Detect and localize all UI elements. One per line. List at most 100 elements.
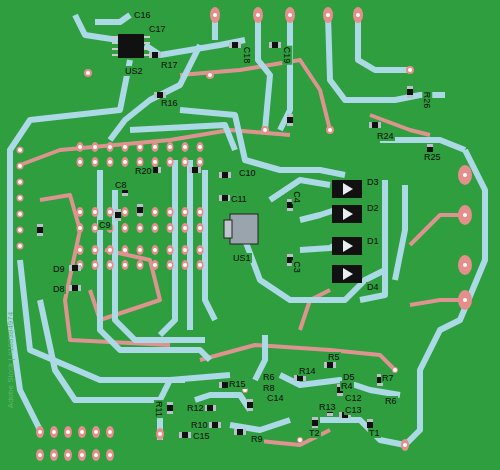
pad (78, 449, 86, 461)
pad-hole (153, 248, 157, 252)
pad-hole (38, 453, 42, 457)
pad (197, 223, 204, 233)
pad-hole (198, 248, 202, 252)
pad-hole (183, 160, 187, 164)
smd-end (137, 204, 143, 207)
pad (458, 205, 472, 225)
component-label: R4 (340, 381, 354, 391)
pad-hole (183, 248, 187, 252)
pad-hole (80, 430, 84, 434)
ic-pin (144, 42, 150, 44)
smd-end (115, 209, 121, 212)
pad (77, 157, 84, 167)
pad (77, 245, 84, 255)
component-label: R11 (154, 400, 164, 418)
pad (92, 449, 100, 461)
pad (182, 142, 189, 152)
pad-hole (328, 128, 332, 132)
component-label: US1 (232, 253, 252, 263)
pad-hole (153, 210, 157, 214)
pad (77, 223, 84, 233)
smd-end (228, 172, 231, 178)
pad-hole (93, 263, 97, 267)
pad (182, 260, 189, 270)
component-label: C18 (242, 46, 252, 65)
smd-part (137, 204, 143, 216)
pad-hole (408, 68, 412, 72)
pad (152, 207, 159, 217)
pad-hole (123, 145, 127, 149)
pad (152, 245, 159, 255)
component-label: D2 (366, 203, 380, 213)
pad (182, 207, 189, 217)
smd-end (229, 42, 232, 48)
pad-hole (52, 430, 56, 434)
pad-hole (123, 248, 127, 252)
component-label: C14 (266, 393, 285, 403)
pad-hole (153, 226, 157, 230)
smd-end (339, 412, 342, 418)
smd-part (209, 422, 221, 428)
smd-part (204, 405, 216, 411)
pad (261, 126, 269, 134)
smd-part (179, 432, 191, 438)
smd-end (407, 95, 413, 98)
component-label: US2 (124, 66, 144, 76)
smd-end (287, 123, 293, 126)
pad (77, 207, 84, 217)
component-label: C8 (114, 180, 128, 190)
pad (197, 157, 204, 167)
pad (17, 243, 24, 250)
component-label: R6 (262, 372, 276, 382)
pad-hole (52, 453, 56, 457)
smd-end (213, 405, 216, 411)
pad (152, 260, 159, 270)
pad (92, 426, 100, 438)
ic-pin (112, 42, 118, 44)
pad (122, 207, 129, 217)
smd-end (287, 114, 293, 117)
component-label: R10 (190, 420, 209, 430)
ic-pin (144, 54, 150, 56)
pad-hole (138, 226, 142, 230)
pad-hole (153, 263, 157, 267)
pad-hole (208, 73, 212, 77)
smd-end (167, 402, 173, 405)
component-label: C19 (282, 46, 292, 65)
smd-end (37, 233, 43, 236)
pad (458, 165, 472, 185)
smd-end (234, 429, 237, 435)
pad-hole (108, 453, 112, 457)
pad (253, 7, 263, 23)
pad-hole (18, 148, 22, 152)
pad-hole (86, 71, 90, 75)
smd-end (377, 383, 383, 386)
pad-hole (18, 180, 22, 184)
pad-hole (183, 210, 187, 214)
pad (285, 7, 295, 23)
smd-end (218, 422, 221, 428)
pad (17, 147, 24, 154)
pad (107, 260, 114, 270)
pad (458, 255, 472, 275)
pad-hole (463, 173, 467, 177)
pad-hole (356, 13, 360, 17)
pad-hole (38, 430, 42, 434)
pad (353, 7, 363, 23)
pad-hole (198, 145, 202, 149)
pad (152, 142, 159, 152)
pad (50, 449, 58, 461)
pad-hole (403, 443, 407, 447)
pad (458, 290, 472, 310)
smd-end (37, 224, 43, 227)
pad-hole (18, 212, 22, 216)
pad (77, 142, 84, 152)
smd-end (78, 285, 81, 291)
pad-hole (198, 160, 202, 164)
pad-hole (78, 248, 82, 252)
pad (122, 245, 129, 255)
pad (210, 7, 220, 23)
pad (36, 449, 44, 461)
pad-hole (108, 263, 112, 267)
pad-hole (153, 160, 157, 164)
